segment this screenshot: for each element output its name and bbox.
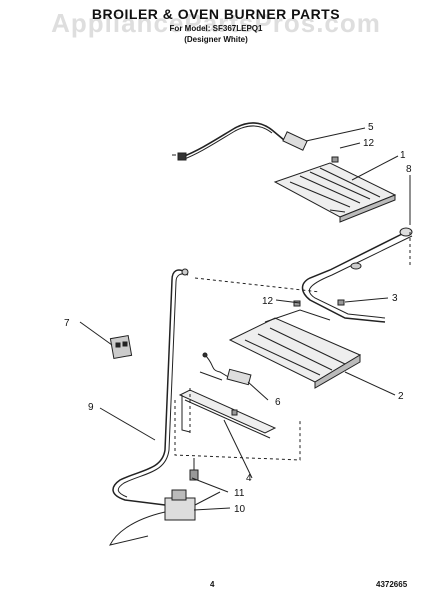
- page-title: BROILER & OVEN BURNER PARTS: [91, 6, 341, 22]
- page-number: 4: [210, 580, 215, 589]
- callout-11: 11: [234, 488, 245, 499]
- oven-burner-tube: [301, 227, 413, 323]
- burner-bracket: [178, 388, 277, 439]
- safety-valve: [109, 458, 221, 546]
- callout-10: 10: [234, 504, 246, 515]
- leader-lines: [79, 127, 411, 511]
- callout-9: 9: [88, 402, 94, 413]
- color-line: (Designer White): [184, 35, 248, 44]
- model-line: For Model: SF367LEPQ1: [169, 24, 263, 33]
- igniter-assembly: [199, 352, 252, 386]
- callout-8: 8: [406, 164, 412, 175]
- oven-burner: [228, 300, 362, 389]
- callout-2: 2: [398, 391, 404, 402]
- callout-1: 1: [400, 150, 406, 161]
- callout-6: 6: [275, 397, 281, 408]
- broiler-burner: [273, 156, 397, 223]
- callout-4: 4: [246, 473, 252, 484]
- callout-7: 7: [64, 318, 70, 329]
- callout-5: 5: [368, 122, 374, 133]
- watermark: AppliancePartsPros.com: [51, 8, 381, 38]
- control-box: [109, 335, 133, 359]
- callout-3: 3: [392, 293, 398, 304]
- callout-12-top: 12: [363, 138, 375, 149]
- document-number: 4372665: [376, 580, 408, 589]
- gas-line: [112, 268, 189, 506]
- callout-12-mid: 12: [262, 296, 274, 307]
- broiler-wire: [172, 122, 308, 161]
